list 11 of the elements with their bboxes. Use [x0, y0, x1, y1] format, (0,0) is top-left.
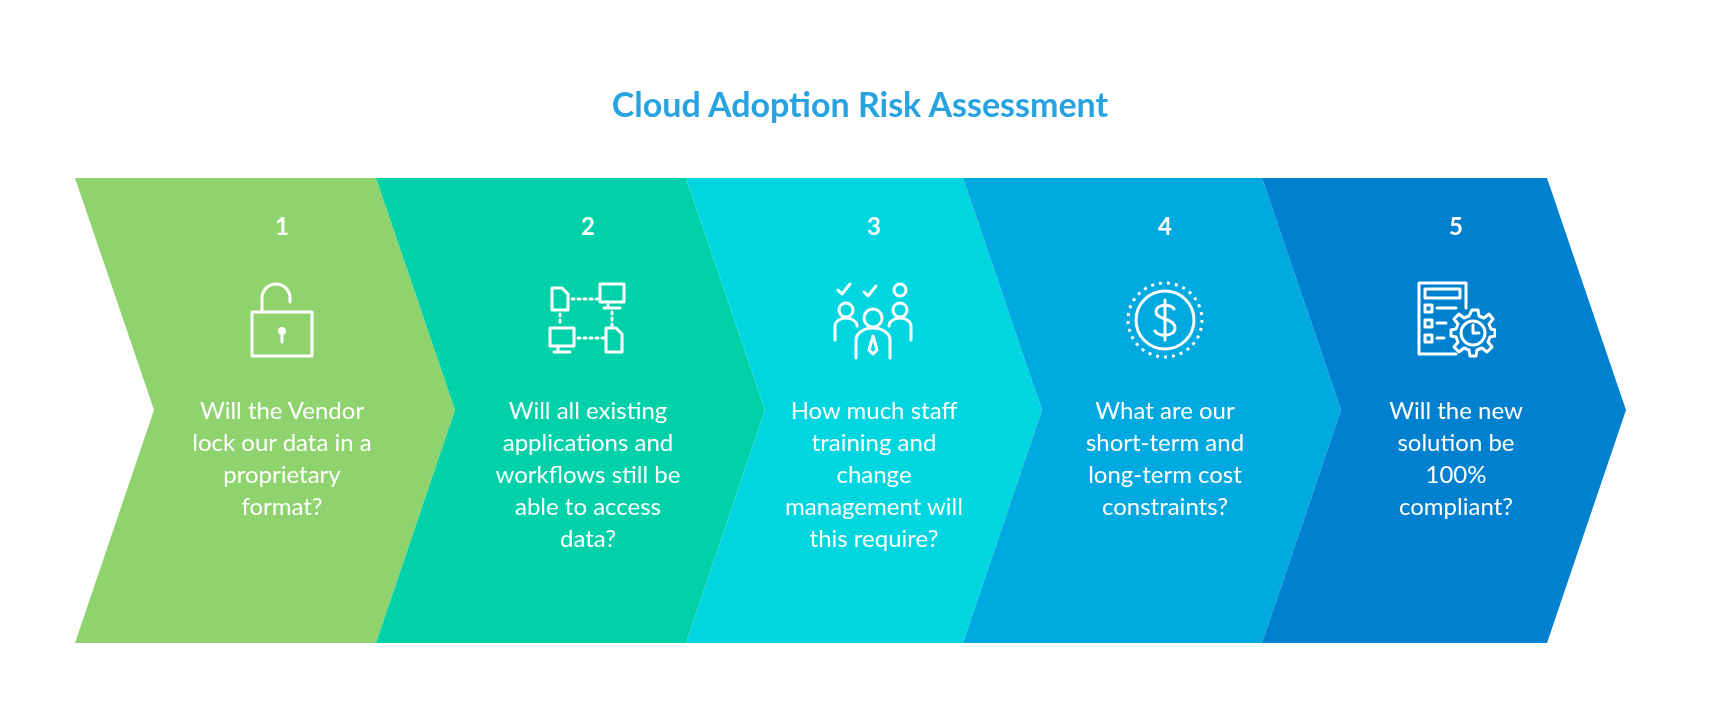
- step-question: What are our short-term and long-term cost constraints?: [1084, 394, 1246, 522]
- step-question: Will all existing applications and workflows still be able to access data?: [494, 394, 682, 554]
- step-number: 3: [867, 214, 881, 238]
- title: Cloud Adoption Risk Assessment: [611, 82, 1109, 126]
- step-number: 5: [1449, 214, 1463, 238]
- step-question: Will the new solution be 100% compliant?: [1388, 394, 1524, 522]
- step-question: How much staff training and change management will this require?: [784, 394, 964, 554]
- step-number: 4: [1158, 214, 1172, 238]
- step-question: Will the Vendor lock our data in a proprietary format?: [191, 394, 373, 522]
- step-number: 2: [581, 214, 595, 238]
- step-number: 1: [275, 214, 289, 238]
